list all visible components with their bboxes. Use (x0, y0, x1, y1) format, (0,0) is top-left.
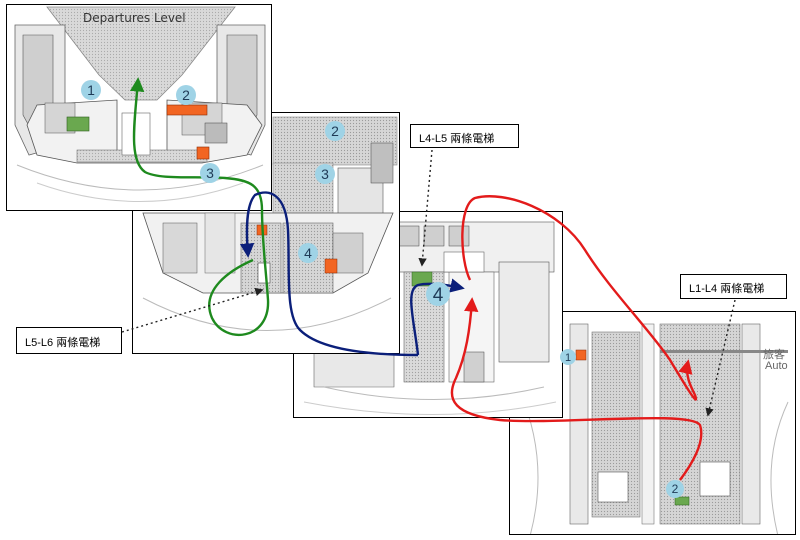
callout-l5-l6-elevators: L5-L6 兩條電梯 (16, 327, 122, 354)
auto-label: Auto (765, 360, 788, 372)
floor-plan-departures: Departures Level (6, 4, 272, 211)
departures-level-title: Departures Level (83, 11, 186, 25)
departures-plan-drawing (14, 6, 266, 202)
callout-l4-l5-elevators: L4-L5 兩條電梯 (410, 124, 519, 148)
passenger-label: 旅客 (763, 349, 785, 361)
callout-l1-l4-elevators: L1-L4 兩條電梯 (680, 274, 787, 299)
